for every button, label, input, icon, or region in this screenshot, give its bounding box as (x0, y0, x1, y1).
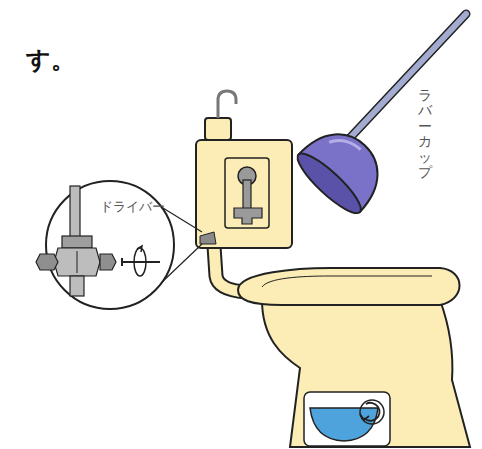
zoom-circle (46, 181, 174, 309)
toilet-seat (238, 268, 460, 305)
faucet-hook (218, 91, 236, 118)
plunger-cup (291, 117, 395, 220)
stop-valve-mark (200, 232, 216, 244)
screwdriver (122, 246, 160, 276)
swirl-circle (360, 400, 384, 424)
lever-panel (225, 158, 269, 228)
toilet-bowl (262, 300, 470, 447)
bowl-window (304, 392, 390, 446)
tool-label: ラバーカップ (418, 88, 432, 180)
plunger-stick (348, 14, 466, 140)
tank-spout-base (205, 118, 231, 140)
heading-fragment: す。 (26, 44, 75, 76)
toilet-tank (196, 140, 292, 248)
tool-label: ドライバー (100, 198, 165, 216)
water (310, 408, 378, 441)
